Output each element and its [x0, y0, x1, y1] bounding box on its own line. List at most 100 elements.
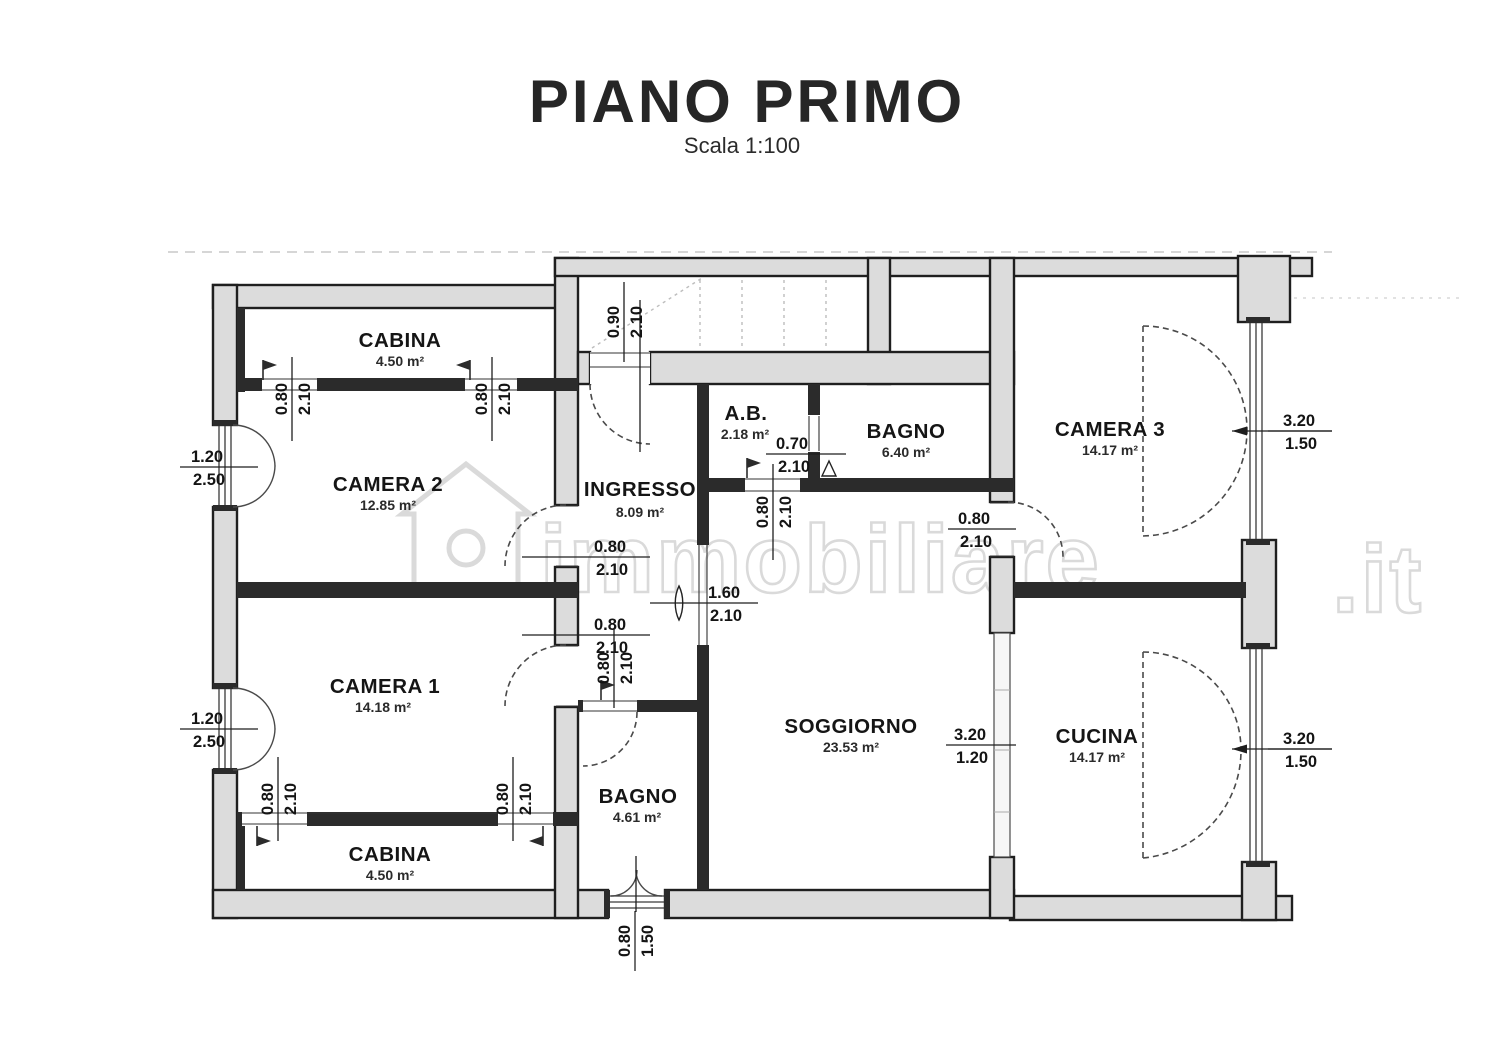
door-flags [256, 360, 838, 846]
dim-cabina-bottom-door-left: 0.80 2.10 [259, 757, 300, 841]
dim-soggiorno-cucina-opening: 3.20 1.20 [946, 726, 1016, 767]
svg-text:2.10: 2.10 [710, 607, 742, 625]
door-swings [232, 325, 1248, 897]
svg-text:0.80: 0.80 [594, 616, 626, 634]
svg-text:0.90: 0.90 [605, 306, 623, 338]
windows [213, 317, 1270, 918]
dim-ab-bagno-door: 0.70 2.10 [766, 435, 846, 476]
svg-text:1.60: 1.60 [708, 584, 740, 602]
svg-text:2.10: 2.10 [296, 383, 314, 415]
svg-text:2.50: 2.50 [193, 471, 225, 489]
camera1-window-casements [232, 687, 276, 771]
svg-text:23.53 m²: 23.53 m² [823, 739, 879, 755]
svg-text:0.80: 0.80 [754, 496, 772, 528]
room-label-bagno-bottom: BAGNO 4.61 m² [599, 785, 678, 825]
svg-text:0.80: 0.80 [473, 383, 491, 415]
svg-text:2.10: 2.10 [618, 652, 636, 684]
svg-text:2.10: 2.10 [960, 533, 992, 551]
dim-cabina-top-door-left: 0.80 2.10 [273, 357, 314, 441]
room-label-camera2: CAMERA 2 12.85 m² [333, 473, 443, 513]
stairs [591, 277, 827, 350]
dim-bagno-window: 0.80 1.50 [616, 911, 657, 971]
svg-text:1.50: 1.50 [1285, 435, 1317, 453]
svg-text:1.50: 1.50 [639, 925, 657, 957]
svg-text:2.10: 2.10 [628, 306, 646, 338]
room-label-camera1: CAMERA 1 14.18 m² [330, 675, 440, 715]
room-label-cucina: CUCINA 14.17 m² [1056, 725, 1139, 765]
dim-camera2-window: 1.20 2.50 [180, 448, 258, 489]
svg-text:0.70: 0.70 [776, 435, 808, 453]
watermark-house-icon [394, 460, 538, 591]
svg-text:A.B.: A.B. [725, 402, 768, 425]
dim-soggiorno-opening: 1.60 2.10 [650, 584, 758, 625]
svg-text:4.50 m²: 4.50 m² [366, 867, 415, 883]
camera2-door-swing [504, 504, 567, 567]
dim-camera1-window: 1.20 2.50 [180, 710, 258, 751]
stair-door-swing [589, 383, 651, 445]
svg-text:CABINA: CABINA [349, 843, 432, 866]
dim-camera2-door: 0.80 2.10 [522, 538, 650, 579]
svg-text:1.50: 1.50 [1285, 753, 1317, 771]
ab-door-triangle [820, 459, 838, 477]
svg-text:4.50 m²: 4.50 m² [376, 353, 425, 369]
dim-stair-door: 0.90 2.10 [605, 282, 646, 362]
svg-text:CAMERA 2: CAMERA 2 [333, 473, 443, 496]
room-label-soggiorno: SOGGIORNO 23.53 m² [784, 715, 917, 755]
svg-text:0.80: 0.80 [594, 538, 626, 556]
door-jambs [242, 352, 1014, 825]
svg-text:12.85 m²: 12.85 m² [360, 497, 416, 513]
svg-text:1.20: 1.20 [191, 710, 223, 728]
svg-text:2.50: 2.50 [193, 733, 225, 751]
svg-text:CAMERA 1: CAMERA 1 [330, 675, 440, 698]
room-label-camera3: CAMERA 3 14.17 m² [1055, 418, 1165, 458]
svg-text:14.17 m²: 14.17 m² [1069, 749, 1125, 765]
svg-text:0.80: 0.80 [616, 925, 634, 957]
svg-text:0.80: 0.80 [273, 383, 291, 415]
svg-text:3.20: 3.20 [1283, 730, 1315, 748]
dim-cabina-bottom-door-right: 0.80 2.10 [494, 757, 535, 841]
svg-text:0.80: 0.80 [494, 783, 512, 815]
svg-text:1.20: 1.20 [191, 448, 223, 466]
interior-walls [237, 308, 1246, 890]
svg-text:CUCINA: CUCINA [1056, 725, 1139, 748]
svg-text:2.10: 2.10 [517, 783, 535, 815]
bagno-bottom-door-swing [582, 711, 638, 767]
svg-text:2.10: 2.10 [777, 496, 795, 528]
dim-cabina-top-door-right: 0.80 2.10 [473, 357, 514, 441]
room-label-bagno-top: BAGNO 6.40 m² [867, 420, 945, 460]
svg-text:2.10: 2.10 [496, 383, 514, 415]
svg-text:1.20: 1.20 [956, 749, 988, 767]
svg-text:SOGGIORNO: SOGGIORNO [784, 715, 917, 738]
svg-text:0.80: 0.80 [958, 510, 990, 528]
exterior-walls [211, 254, 1314, 922]
svg-text:CABINA: CABINA [359, 329, 442, 352]
camera3-door-swing [1007, 501, 1064, 558]
svg-text:6.40 m²: 6.40 m² [882, 444, 931, 460]
svg-text:8.09 m²: 8.09 m² [616, 504, 665, 520]
svg-text:14.17 m²: 14.17 m² [1082, 442, 1138, 458]
svg-text:BAGNO: BAGNO [599, 785, 678, 808]
dim-camera3-window: 3.20 1.50 [1268, 412, 1332, 453]
svg-text:INGRESSO: INGRESSO [584, 478, 696, 501]
svg-text:2.10: 2.10 [596, 639, 628, 657]
page-title: PIANO PRIMO [529, 68, 965, 135]
dim-camera3-door: 0.80 2.10 [948, 510, 1016, 551]
room-label-cabina-top: CABINA 4.50 m² [359, 329, 442, 369]
svg-text:4.61 m²: 4.61 m² [613, 809, 662, 825]
dim-camera1-door: 0.80 2.10 [522, 616, 650, 657]
watermark-tld: .it [1332, 526, 1423, 633]
room-label-ab: A.B. 2.18 m² [721, 402, 770, 442]
room-label-ingresso: INGRESSO 8.09 m² [584, 478, 696, 520]
page-subtitle: Scala 1:100 [684, 133, 800, 158]
svg-text:2.10: 2.10 [778, 458, 810, 476]
svg-text:3.20: 3.20 [954, 726, 986, 744]
dim-bagno-bottom-door: 0.80 2.10 [595, 628, 636, 708]
svg-text:0.80: 0.80 [259, 783, 277, 815]
svg-text:2.10: 2.10 [282, 783, 300, 815]
svg-text:0.80: 0.80 [595, 652, 613, 684]
dim-cucina-window: 3.20 1.50 [1268, 730, 1332, 771]
svg-text:2.18 m²: 2.18 m² [721, 426, 770, 442]
camera2-window-casements [232, 424, 276, 508]
